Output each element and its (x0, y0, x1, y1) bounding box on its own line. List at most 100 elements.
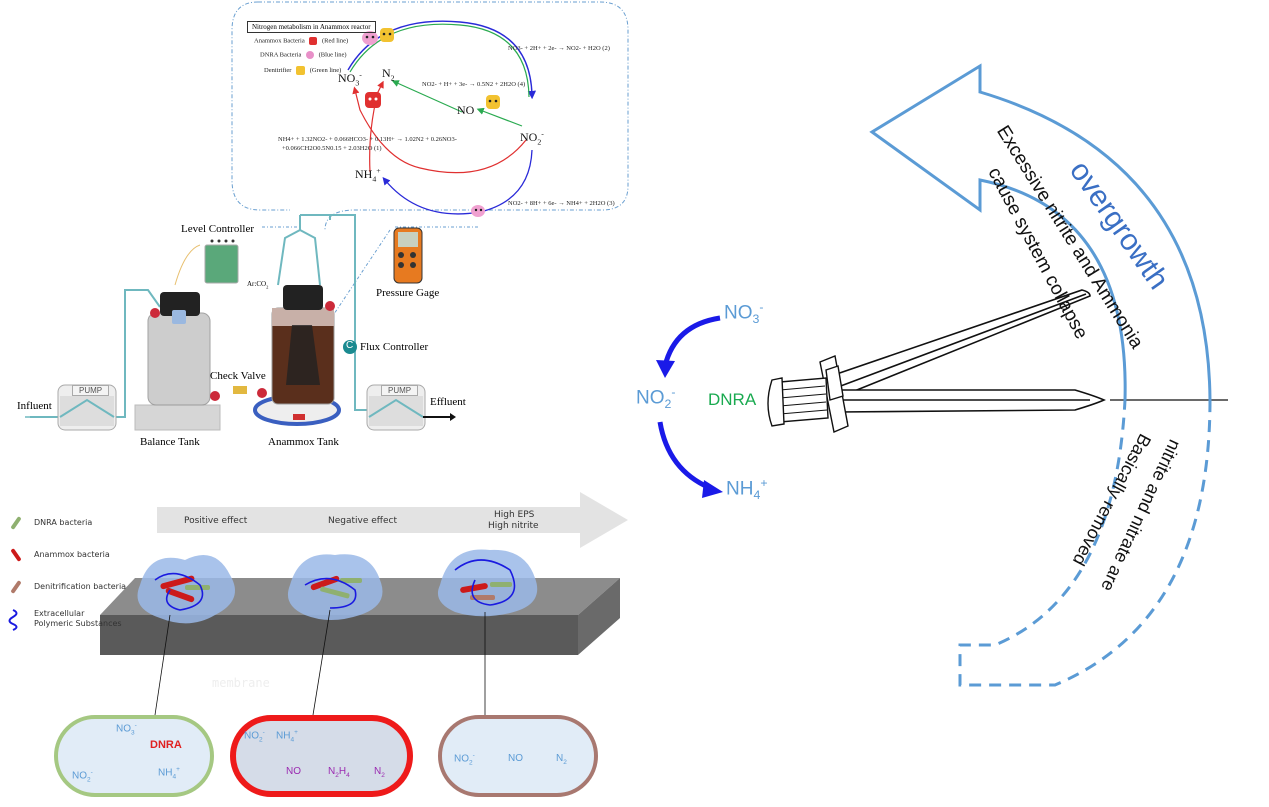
reactor-apparatus: Level Controller Ar:CO2 Pressure Gage C … (0, 210, 480, 460)
pump-right-label: PUMP (381, 385, 419, 396)
dnra-bacteria-icon (11, 516, 21, 530)
species-no: NO (457, 103, 475, 117)
membrane-label: membrane (212, 676, 270, 690)
cell-species-no: NO (508, 753, 523, 764)
equation-4: NO2- + H+ + 3e- → 0.5N2 + 2H2O (4) (422, 81, 526, 88)
cell-species-no2: NO2- (72, 769, 93, 784)
legend-label: Denitrifier (264, 66, 292, 74)
balance-tank (147, 312, 211, 406)
arrow-no2-to-nh4 (657, 421, 712, 491)
equation-1-line1: NH4+ + 1.32NO2- + 0.066HCO3- + 0.13H+ → … (278, 136, 457, 143)
equation-2: NO3- + 2H+ + 2e- → NO2- + H2O (2) (508, 45, 610, 52)
membrane-panel: DNRA bacteria Anammox bacteria Denitrifi… (0, 490, 640, 807)
dnra-bacteria-icon (362, 31, 378, 45)
cell-species-n2h4: N2H4 (328, 766, 350, 779)
cell-tag-dnra: DNRA (150, 739, 182, 751)
species-no3: NO3- (338, 70, 362, 88)
denitrifier-icon (296, 66, 306, 75)
dnra-cell: NO3- DNRA NO2- NH4+ (54, 715, 214, 797)
anammox-bacteria-icon (309, 37, 318, 45)
arc-denitrifier-no3-no2 (349, 23, 530, 98)
stage-positive-effect: Positive effect (184, 516, 248, 526)
legend-denitrification-bacteria: Denitrification bacteria (34, 582, 127, 591)
equation-1-line2: +0.066CH2O0.5N0.15 + 2.03H2O (1) (282, 145, 382, 152)
equation-3: NO2- + 8H+ + 6e- → NH4+ + 2H2O (3) (508, 200, 615, 207)
check-valve-label: Check Valve (210, 370, 266, 382)
gas-label: Ar:CO2 (247, 280, 269, 290)
sword-upper-blade (824, 289, 1091, 402)
cell-species-no2: NO2- (244, 729, 265, 744)
dnra-bacteria-icon (305, 51, 314, 59)
anammox-tank-label: Anammox Tank (268, 436, 339, 448)
denitrifier-icon (380, 28, 394, 42)
legend-line-note: (Red line) (321, 37, 349, 45)
eps-icon (8, 609, 18, 631)
anammox-cell: NO2- NH4+ NO N2H4 N2 (230, 715, 413, 797)
legend-line-note: (Green line) (309, 66, 342, 74)
cycle-nh4: NH4+ (726, 476, 768, 503)
cycle-no2: NO2- (636, 385, 676, 412)
cell-species-no: NO (286, 766, 301, 777)
check-valve (233, 386, 247, 394)
legend-eps-line2: Polymeric Substances (34, 619, 122, 628)
anammox-bacteria-icon (11, 548, 21, 562)
cell-species-nh4: NH4+ (158, 766, 180, 781)
biofilm-cluster-1 (137, 555, 235, 624)
stage-high-eps: High EPS (494, 510, 535, 520)
legend-dnra-bacteria: DNRA bacteria (34, 518, 93, 527)
legend-item-dnra: DNRA Bacteria (Blue line) (260, 51, 347, 59)
legend-label: Anammox Bacteria (254, 37, 305, 45)
denitrifier-icon (486, 95, 500, 109)
legend-anammox-bacteria: Anammox bacteria (34, 550, 110, 559)
cell-species-no3: NO3- (116, 722, 137, 737)
cell-species-nh4: NH4+ (276, 729, 298, 744)
level-controller-device (204, 244, 239, 284)
membrane-front (100, 615, 578, 655)
progress-arrow (157, 492, 628, 548)
arrow-no-n2 (391, 80, 463, 113)
legend-line-note: (Blue line) (318, 51, 347, 59)
species-no2: NO2- (520, 129, 544, 147)
panel-border (258, 1, 629, 230)
sword-hilt (767, 355, 849, 433)
effluent-label: Effluent (430, 396, 466, 408)
cell-species-no2: NO2- (454, 752, 475, 767)
flux-controller-label: Flux Controller (360, 341, 429, 353)
stage-negative-effect: Negative effect (328, 516, 398, 526)
legend-label: DNRA Bacteria (260, 51, 302, 59)
sword-lower-blade (837, 389, 1106, 413)
species-nh4: NH4+ (355, 166, 381, 184)
anammox-bacteria-icon (365, 92, 381, 108)
membrane-drawing (8, 492, 628, 780)
denitrification-bacteria-icon (11, 580, 21, 594)
biofilm-cluster-3 (437, 549, 538, 617)
cell-species-n2: N2 (374, 766, 385, 779)
level-controller-label: Level Controller (181, 223, 255, 235)
denitrification-cell: NO2- NO N2 (438, 715, 598, 797)
legend-item-anammox: Anammox Bacteria (Red line) (254, 37, 348, 45)
pump-left-label: PUMP (72, 385, 110, 396)
cycle-dnra-label: DNRA (708, 390, 757, 409)
cell-species-n2: N2 (556, 753, 567, 766)
removal-arrow (958, 399, 1212, 687)
arrow-no3-to-no2 (662, 315, 721, 367)
legend-title: Nitrogen metabolism in Anammox reactor (247, 21, 376, 33)
flux-badge-letter: C (346, 340, 354, 351)
arc-anammox-no2 (352, 86, 527, 174)
apparatus-drawing (25, 214, 480, 431)
flux-controller-badge (343, 340, 357, 354)
metabolism-diagram (231, 1, 629, 230)
dnra-sword-panel: NO3- NO2- NH4+ DNRA overgrowth Excessive… (620, 60, 1269, 700)
stage-high-nitrite: High nitrite (488, 521, 539, 531)
overgrowth-arrow (869, 63, 1212, 401)
cycle-no3: NO3- (724, 300, 764, 327)
legend-eps-line1: Extracellular (34, 609, 85, 618)
balance-tank-label: Balance Tank (140, 436, 200, 448)
biofilm-cluster-2 (287, 554, 383, 620)
arrow-no2-no (476, 107, 523, 127)
pressure-gage-label: Pressure Gage (376, 287, 440, 299)
influent-label: Influent (17, 400, 52, 412)
reactor-metabolism-panel: Nitrogen metabolism in Anammox reactor A… (230, 0, 630, 230)
species-n2: N2 (382, 66, 395, 83)
sword-diagram (656, 63, 1228, 687)
